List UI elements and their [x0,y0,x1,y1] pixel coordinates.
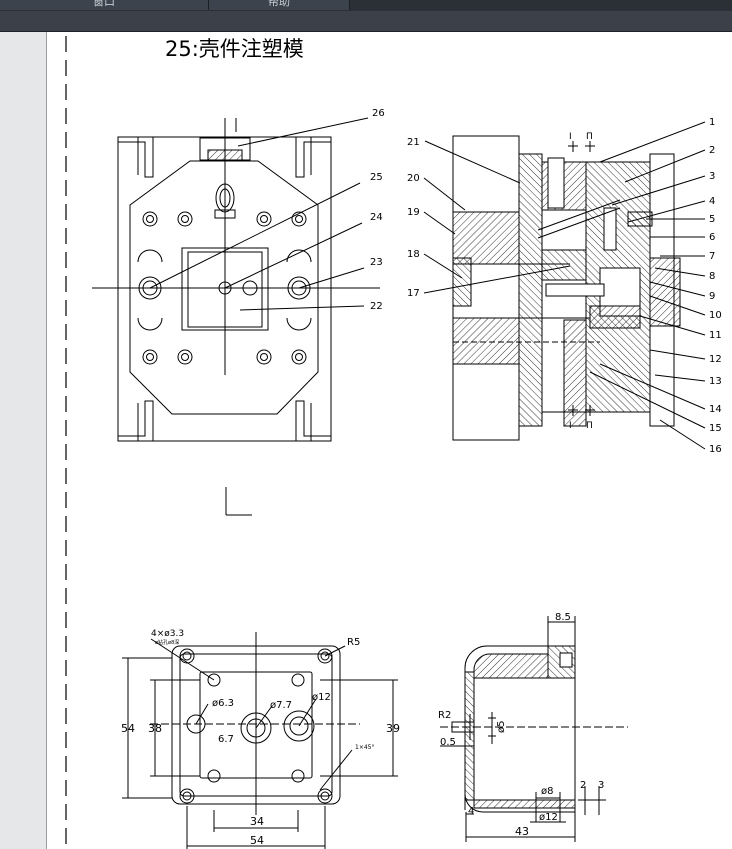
drawing-canvas[interactable]: 25:壳件注塑模 26 25 24 [47,32,732,849]
bolt-hole [260,215,268,223]
dim-w4: 4 [468,806,474,817]
dim-w43: 43 [515,825,529,838]
bolt-hole [260,353,268,361]
bolt-hole [295,353,303,361]
label-24: 24 [370,212,383,223]
dim-d63: ø6.3 [212,698,234,709]
label-23: 23 [370,257,383,268]
label-3: 3 [709,171,715,182]
dim-chamfer: 1×45° [355,744,374,751]
label-10: 10 [709,310,722,321]
label-4: 4 [709,196,715,207]
leader-line [639,315,706,336]
dim-d77: ø7.7 [270,700,292,711]
bolt-hole [146,353,154,361]
leader-line [649,281,706,297]
label-9: 9 [709,291,715,302]
bolt-hole [256,211,272,227]
label-5: 5 [709,214,715,225]
section-view [452,135,681,441]
dim-radius: R5 [347,637,360,648]
bolt-hole [256,349,272,365]
label-26: 26 [372,108,385,119]
part-front-view [122,632,398,849]
label-21: 21 [407,137,420,148]
dim-w54: 54 [250,834,264,847]
label-17: 17 [407,288,420,299]
dim-d12-section: ø12 [539,812,558,823]
plan-view [92,118,380,516]
drawing-title: 25:壳件注塑模 [165,37,304,61]
dim-w34: 34 [250,815,264,828]
bolt-hole [295,215,303,223]
dim-holes: 4×ø3.3 [151,629,184,639]
label-25: 25 [370,172,383,183]
dim-t05: 0.5 [440,737,456,748]
leader-line [611,175,706,206]
leader-line [654,374,706,382]
dim-d8: ø8 [541,786,553,797]
bolt-hole [177,349,193,365]
label-16: 16 [709,444,722,455]
menu-window[interactable]: 窗口 [0,0,209,10]
dim-w85: 8.5 [555,612,571,623]
leader-line [649,349,706,360]
bolt-hole [181,215,189,223]
leader-line [649,295,706,316]
label-22: 22 [370,301,383,312]
section-leaders-left [423,140,571,294]
bolt-hole [181,353,189,361]
label-8: 8 [709,271,715,282]
leader-line [627,200,706,223]
label-13: 13 [709,376,722,387]
dim-h54: 54 [121,722,135,735]
label-20: 20 [407,173,420,184]
leader-line [659,419,706,450]
plan-leaders [149,117,369,311]
part-section-view [440,616,628,842]
dim-h38: 38 [148,722,162,735]
dim-d5: ø5 [496,721,507,733]
bolt-hole [142,211,158,227]
section-mark-bottom-a: I [569,421,572,431]
menu-help[interactable]: 帮助 [209,0,350,10]
section-marks [568,141,595,416]
dim-v3: 3 [598,780,604,791]
section-mark-top-b: Π [586,132,593,142]
label-18: 18 [407,249,420,260]
bolt-hole [291,211,307,227]
label-14: 14 [709,404,722,415]
dim-v2: 2 [580,780,586,791]
bolt-hole [146,215,154,223]
cad-drawing: 25:壳件注塑模 26 25 24 [65,36,722,849]
label-19: 19 [407,207,420,218]
label-2: 2 [709,145,715,156]
toolbar-strip [0,11,732,32]
leader-line [599,363,706,410]
left-panel [0,32,47,849]
menu-bar: 窗口 帮助 [0,0,732,11]
label-11: 11 [709,330,722,341]
dim-d12: ø12 [312,692,331,703]
section-leaders-right [589,121,706,450]
dim-h39: 39 [386,722,400,735]
label-6: 6 [709,232,715,243]
bolt-hole [291,349,307,365]
bolt-hole [142,349,158,365]
bolt-hole [177,211,193,227]
label-12: 12 [709,354,722,365]
leader-line [654,267,706,277]
dim-depth: 6.7 [218,734,234,745]
dim-holes-note: ø钻孔ø8深 [155,639,179,646]
label-1: 1 [709,117,715,128]
section-mark-top-a: I [569,132,572,142]
leader-line [589,371,706,429]
leader-line [624,149,706,183]
label-7: 7 [709,251,715,262]
dim-r2: R2 [438,710,451,721]
leader-line [599,121,706,163]
section-mark-bottom-b: Π [586,421,593,431]
label-15: 15 [709,423,722,434]
